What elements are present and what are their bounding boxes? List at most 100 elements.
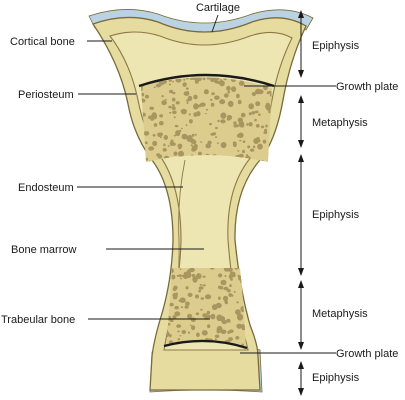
trabecular-dot (245, 154, 249, 157)
trabecular-dot (173, 134, 177, 137)
trabecular-dot (266, 91, 270, 95)
trabecular-dot (227, 268, 233, 272)
trabecular-dot (144, 141, 148, 145)
trabecular-dot (152, 134, 156, 137)
trabecular-dot (240, 123, 245, 128)
trabecular-dot (221, 319, 227, 325)
trabecular-dot (227, 100, 234, 107)
trabecular-dot (222, 120, 226, 124)
trabecular-dot (226, 289, 231, 293)
trabecular-dot (158, 121, 164, 126)
trabecular-dot (172, 91, 176, 95)
trabecular-dot (235, 309, 241, 315)
trabecular-dot (183, 271, 189, 277)
trabecular-dot (194, 133, 197, 136)
trabecular-dot (231, 86, 237, 92)
trabecular-dot (219, 79, 222, 81)
trabecular-dot (181, 330, 187, 334)
trabecular-dot (181, 133, 188, 140)
trabecular-dot (236, 93, 240, 99)
trabecular-dot (262, 139, 267, 144)
trabecular-dot (178, 129, 182, 133)
trabecular-dot (193, 112, 198, 117)
trabecular-dot (251, 91, 256, 97)
trabecular-dot (189, 77, 195, 81)
trabecular-dot (149, 106, 154, 111)
trabecular-dot (185, 124, 188, 126)
label-growth-plate-top: Growth plate (336, 81, 398, 93)
trabecular-dot (189, 119, 193, 124)
trabecular-dot (223, 93, 229, 98)
arrowhead (298, 140, 304, 148)
trabecular-dot (220, 112, 227, 119)
trabecular-dot (174, 305, 179, 310)
trabecular-dot (210, 313, 216, 320)
trabecular-dot (248, 112, 252, 116)
trabecular-dot (217, 142, 219, 145)
trabecular-dot (202, 275, 206, 278)
trabecular-dot (180, 306, 184, 308)
region-metaphysis-top: Metaphysis (312, 117, 368, 129)
trabecular-dot (213, 77, 220, 81)
trabecular-dot (153, 86, 156, 89)
trabecular-dot (214, 338, 217, 341)
trabecular-dot (177, 144, 182, 150)
trabecular-dot (246, 123, 249, 126)
label-cortical-bone: Cortical bone (10, 36, 75, 48)
trabecular-dot (161, 95, 164, 98)
trabecular-dot (207, 77, 211, 80)
trabecular-dot (174, 311, 181, 317)
trabecular-dot (215, 126, 218, 130)
trabecular-dot (227, 90, 231, 94)
trabecular-dot (196, 332, 200, 338)
trabecular-dot (233, 290, 236, 293)
trabecular-dot (233, 124, 238, 128)
trabecular-dot (199, 283, 203, 286)
trabecular-dot (228, 293, 233, 297)
trabecular-dot (205, 108, 209, 111)
trabecular-dot (186, 135, 193, 142)
trabecular-dot (211, 92, 215, 96)
trabecular-dot (145, 157, 149, 161)
trabecular-dot (159, 114, 164, 118)
trabecular-dot (210, 102, 215, 107)
trabecular-dot (185, 87, 189, 90)
trabecular-dot (192, 277, 195, 280)
trabecular-dot (191, 325, 196, 331)
trabecular-dot (174, 124, 179, 128)
trabecular-dot (268, 90, 272, 94)
trabecular-dot (173, 116, 176, 119)
trabecular-dot (257, 143, 263, 150)
trabecular-dot (178, 274, 182, 278)
trabecular-dot (201, 330, 208, 336)
trabecular-dot (169, 302, 174, 307)
trabecular-dot (198, 286, 204, 290)
trabecular-dot (200, 297, 205, 300)
trabecular-dot (218, 296, 221, 300)
trabecular-dot (197, 151, 202, 156)
label-trabecular-bone: Trabeular bone (1, 314, 75, 326)
trabecular-dot (180, 109, 184, 113)
trabecular-dot (162, 148, 166, 152)
trabecular-dot (241, 273, 246, 279)
trabecular-dot (215, 136, 218, 139)
trabecular-dot (141, 148, 142, 152)
trabecular-dot (171, 97, 176, 102)
trabecular-dot (233, 121, 237, 125)
trabecular-dot (250, 148, 255, 152)
trabecular-dot (217, 273, 223, 278)
trabecular-dot (242, 140, 246, 143)
trabecular-dot (172, 80, 175, 83)
trabecular-dot (263, 131, 268, 135)
trabecular-dot (224, 300, 228, 305)
trabecular-dot (248, 103, 254, 110)
trabecular-dot (203, 89, 209, 95)
trabecular-dot (175, 292, 178, 295)
trabecular-dot (200, 141, 203, 143)
trabecular-dot (214, 95, 220, 100)
trabecular-dot (184, 305, 189, 309)
trabecular-dot (177, 330, 180, 333)
trabecular-dot (219, 80, 225, 87)
trabecular-dot (226, 115, 233, 120)
trabecular-dot (254, 118, 257, 122)
